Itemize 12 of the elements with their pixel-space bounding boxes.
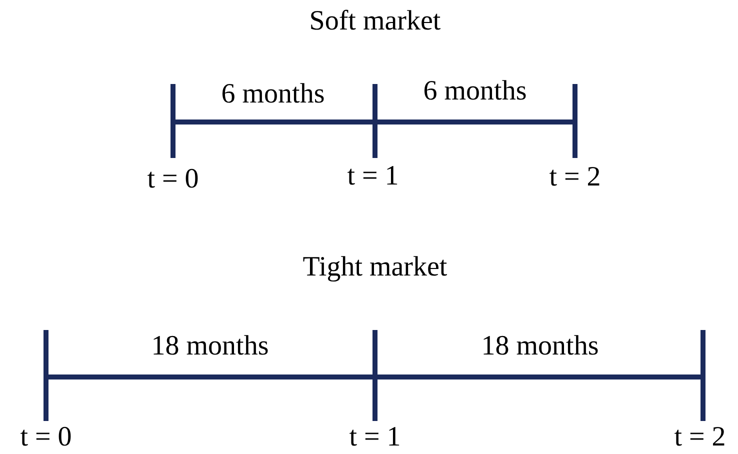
time-label: t = 1 — [347, 162, 399, 192]
duration-label: 18 months — [481, 332, 599, 362]
time-label: t = 1 — [349, 422, 401, 454]
time-label: t = 2 — [674, 422, 726, 454]
duration-label: 18 months — [151, 332, 269, 362]
duration-label: 6 months — [221, 80, 325, 110]
time-label: t = 2 — [549, 162, 601, 194]
duration-label: 6 months — [423, 76, 527, 108]
time-label: t = 0 — [20, 422, 72, 454]
section-title: Soft market — [309, 6, 441, 38]
time-label: t = 0 — [147, 164, 199, 196]
section-title: Tight market — [302, 252, 448, 284]
